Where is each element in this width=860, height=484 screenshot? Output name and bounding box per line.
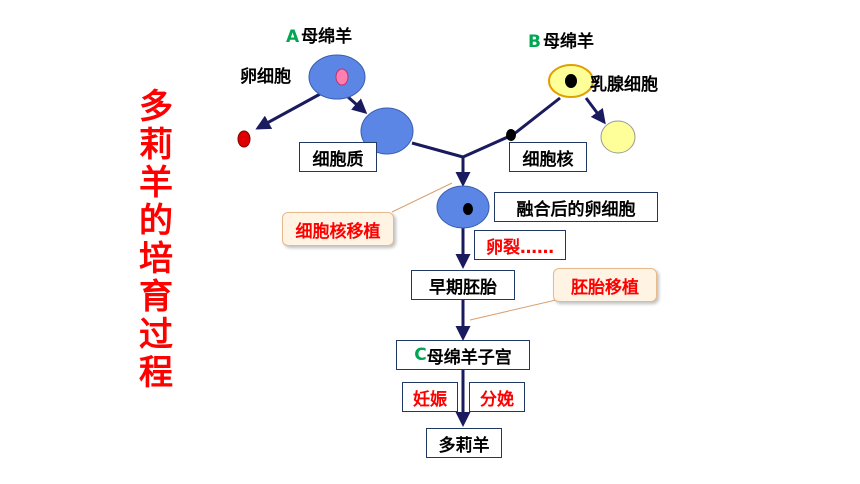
yellow-cell — [600, 120, 636, 154]
discarded-nucleus — [237, 130, 251, 148]
fused-egg-box: 融合后的卵细胞 — [494, 192, 658, 222]
title-char: 育 — [139, 277, 173, 317]
cytoplasm-box: 细胞质 — [299, 142, 377, 172]
arrow-b-to-yellow-cell — [584, 97, 606, 125]
dolly-box: 多莉羊 — [426, 428, 502, 458]
pointer-embryo-transfer — [469, 299, 557, 321]
title-char: 多 — [139, 87, 173, 127]
egg-nucleus — [335, 68, 349, 86]
early-embryo-box: 早期胚胎 — [411, 270, 515, 300]
mammary-cell-nucleus — [565, 74, 577, 88]
title-char: 过 — [139, 315, 173, 355]
pregnancy-box: 妊娠 — [402, 382, 458, 412]
vertical-title: 多 莉 羊 的 培 育 过 程 — [134, 88, 178, 392]
nucleus-dot — [506, 129, 516, 141]
sheep-a-text: 母绵羊 — [301, 27, 353, 47]
line-nucleus-to-junction — [462, 134, 511, 159]
nuclear-transfer-callout: 细胞核移植 — [282, 212, 394, 246]
title-char: 羊 — [139, 163, 173, 203]
mammary-cell-label: 乳腺细胞 — [590, 75, 658, 95]
cleavage-box: 卵裂…… — [474, 230, 566, 260]
sheep-b-text: 母绵羊 — [542, 32, 594, 52]
sheep-c-letter: C — [414, 345, 427, 365]
nucleus-box: 细胞核 — [509, 142, 587, 172]
sheep-c-text: 母绵羊子宫 — [426, 347, 512, 368]
title-char: 培 — [139, 239, 173, 279]
title-char: 的 — [139, 201, 173, 241]
pointer-nuclear-transfer — [391, 182, 453, 213]
title-char: 程 — [139, 353, 173, 393]
fused-egg-cell — [436, 185, 490, 229]
embryo-transfer-callout: 胚胎移植 — [553, 268, 657, 302]
title-char: 莉 — [139, 125, 173, 165]
sheep-a-letter: A — [286, 27, 300, 47]
sheep-b-letter: B — [528, 32, 541, 52]
line-b-to-nucleus — [513, 96, 561, 136]
birth-box: 分娩 — [469, 382, 525, 412]
line-cytoplasm-to-junction — [411, 141, 464, 159]
egg-cell-label: 卵细胞 — [240, 67, 291, 87]
fused-egg-nucleus — [463, 203, 473, 215]
arrow-a-to-cytoplasm — [347, 95, 368, 114]
arrow-a-to-discarded-nucleus — [255, 91, 323, 130]
